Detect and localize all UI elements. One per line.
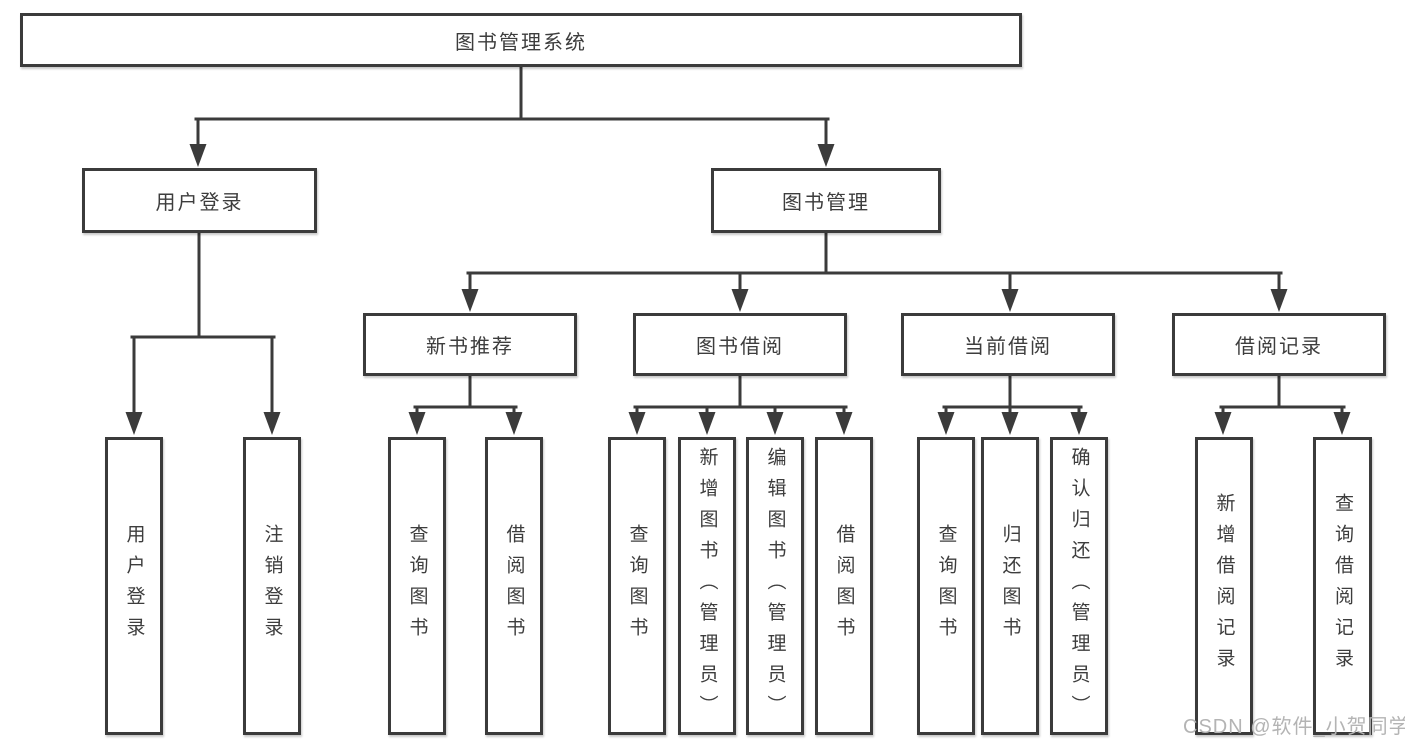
node-book-mgmt-branch: 图书管理 [711, 168, 941, 233]
node-confirm-return-admin: 确认归还（管理员） [1050, 437, 1108, 735]
node-label: 查询图书 [406, 524, 428, 648]
node-label: 用户登录 [123, 524, 145, 648]
node-label: 注销登录 [261, 524, 283, 648]
node-edit-books-admin: 编辑图书（管理员） [746, 437, 804, 735]
node-borrow-books-newbooks: 借阅图书 [485, 437, 543, 735]
node-query-books-borrow: 查询图书 [608, 437, 666, 735]
node-label: 查询图书 [935, 524, 957, 648]
node-query-borrow-record: 查询借阅记录 [1313, 437, 1372, 735]
node-label: 借阅图书 [503, 524, 525, 648]
node-label: 借阅图书 [833, 524, 855, 648]
watermark: CSDN @软件_小贺同学 [1183, 716, 1405, 738]
node-label: 图书借阅 [696, 336, 784, 358]
node-label: 查询借阅记录 [1332, 493, 1353, 679]
node-logout-leaf: 注销登录 [243, 437, 301, 735]
node-label: 图书管理 [782, 192, 870, 214]
node-user-login-leaf: 用户登录 [105, 437, 163, 735]
node-user-login-branch: 用户登录 [82, 168, 317, 233]
node-add-borrow-record: 新增借阅记录 [1195, 437, 1253, 735]
node-label: 查询图书 [626, 524, 648, 648]
node-new-books-section: 新书推荐 [363, 313, 577, 376]
node-return-books: 归还图书 [981, 437, 1039, 735]
node-label: 新增借阅记录 [1213, 493, 1235, 679]
node-borrow-books-leaf: 借阅图书 [815, 437, 873, 735]
node-label: 归还图书 [999, 524, 1021, 648]
node-book-borrow-section: 图书借阅 [633, 313, 847, 376]
node-system-root: 图书管理系统 [20, 13, 1022, 67]
node-add-books-admin: 新增图书（管理员） [678, 437, 736, 735]
node-label: 编辑图书（管理员） [764, 446, 786, 726]
node-borrow-records-section: 借阅记录 [1172, 313, 1386, 376]
node-label: 用户登录 [155, 192, 244, 214]
node-label: 新增图书（管理员） [696, 446, 718, 726]
node-label: 确认归还（管理员） [1068, 446, 1090, 726]
node-label: 当前借阅 [964, 336, 1052, 358]
node-label: 借阅记录 [1235, 336, 1323, 358]
node-query-books-newbooks: 查询图书 [388, 437, 446, 735]
node-query-books-current: 查询图书 [917, 437, 975, 735]
node-label: 新书推荐 [426, 336, 514, 358]
node-label: 图书管理系统 [455, 31, 587, 54]
node-current-borrow-section: 当前借阅 [901, 313, 1115, 376]
